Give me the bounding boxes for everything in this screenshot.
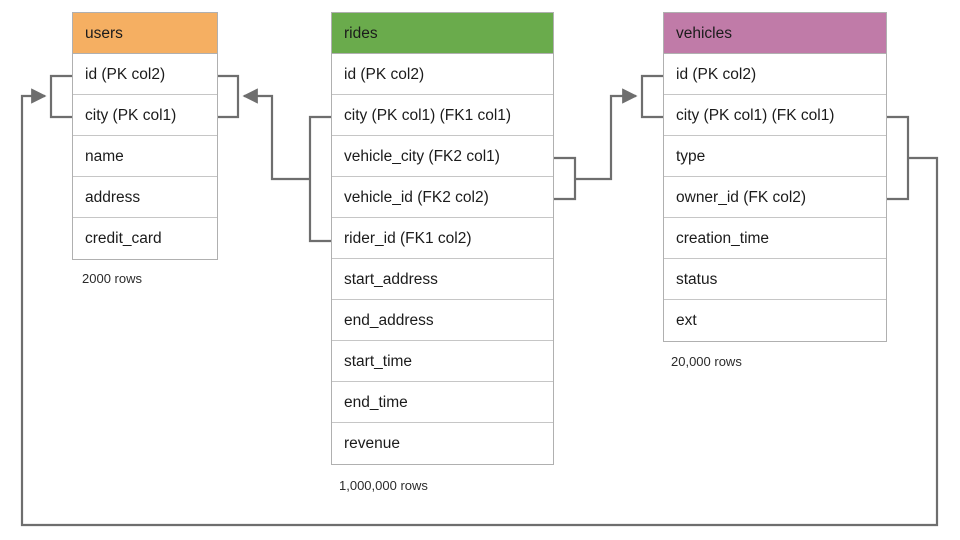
table-rides-field-rider-id[interactable]: rider_id (FK1 col2) xyxy=(332,218,553,259)
vehicles-left-bracket xyxy=(640,74,663,119)
table-rides-row-count: 1,000,000 rows xyxy=(339,478,428,493)
table-users[interactable]: users id (PK col2) city (PK col1) name a… xyxy=(72,12,218,260)
table-vehicles-field-creation-time[interactable]: creation_time xyxy=(664,218,886,259)
rides-fk2-to-vehicles-link xyxy=(575,88,638,181)
table-vehicles-field-owner-id[interactable]: owner_id (FK col2) xyxy=(664,177,886,218)
table-users-field-address[interactable]: address xyxy=(73,177,217,218)
table-rides-field-city[interactable]: city (PK col1) (FK1 col1) xyxy=(332,95,553,136)
table-rides-field-revenue[interactable]: revenue xyxy=(332,423,553,464)
table-vehicles-field-city[interactable]: city (PK col1) (FK col1) xyxy=(664,95,886,136)
users-right-bracket xyxy=(217,74,240,119)
table-vehicles-field-id[interactable]: id (PK col2) xyxy=(664,54,886,95)
table-rides-field-vehicle-city[interactable]: vehicle_city (FK2 col1) xyxy=(332,136,553,177)
table-rides[interactable]: rides id (PK col2) city (PK col1) (FK1 c… xyxy=(331,12,554,465)
table-users-row-count: 2000 rows xyxy=(82,271,142,286)
table-users-header: users xyxy=(73,13,217,54)
table-users-field-credit-card[interactable]: credit_card xyxy=(73,218,217,259)
table-vehicles-field-status[interactable]: status xyxy=(664,259,886,300)
table-users-field-name[interactable]: name xyxy=(73,136,217,177)
rides-fk1-to-users-link xyxy=(242,88,310,181)
rides-fk2-bracket xyxy=(554,156,577,201)
users-left-bracket xyxy=(49,74,72,119)
table-rides-field-end-time[interactable]: end_time xyxy=(332,382,553,423)
table-rides-header: rides xyxy=(332,13,553,54)
table-users-field-city[interactable]: city (PK col1) xyxy=(73,95,217,136)
table-vehicles-field-type[interactable]: type xyxy=(664,136,886,177)
rides-fk1-bracket xyxy=(308,115,331,243)
table-rides-field-start-time[interactable]: start_time xyxy=(332,341,553,382)
table-vehicles-row-count: 20,000 rows xyxy=(671,354,742,369)
table-rides-field-end-address[interactable]: end_address xyxy=(332,300,553,341)
table-vehicles[interactable]: vehicles id (PK col2) city (PK col1) (FK… xyxy=(663,12,887,342)
vehicles-right-bracket xyxy=(887,115,910,201)
table-rides-field-vehicle-id[interactable]: vehicle_id (FK2 col2) xyxy=(332,177,553,218)
table-vehicles-header: vehicles xyxy=(664,13,886,54)
table-rides-field-id[interactable]: id (PK col2) xyxy=(332,54,553,95)
table-rides-field-start-address[interactable]: start_address xyxy=(332,259,553,300)
table-users-field-id[interactable]: id (PK col2) xyxy=(73,54,217,95)
table-vehicles-field-ext[interactable]: ext xyxy=(664,300,886,341)
